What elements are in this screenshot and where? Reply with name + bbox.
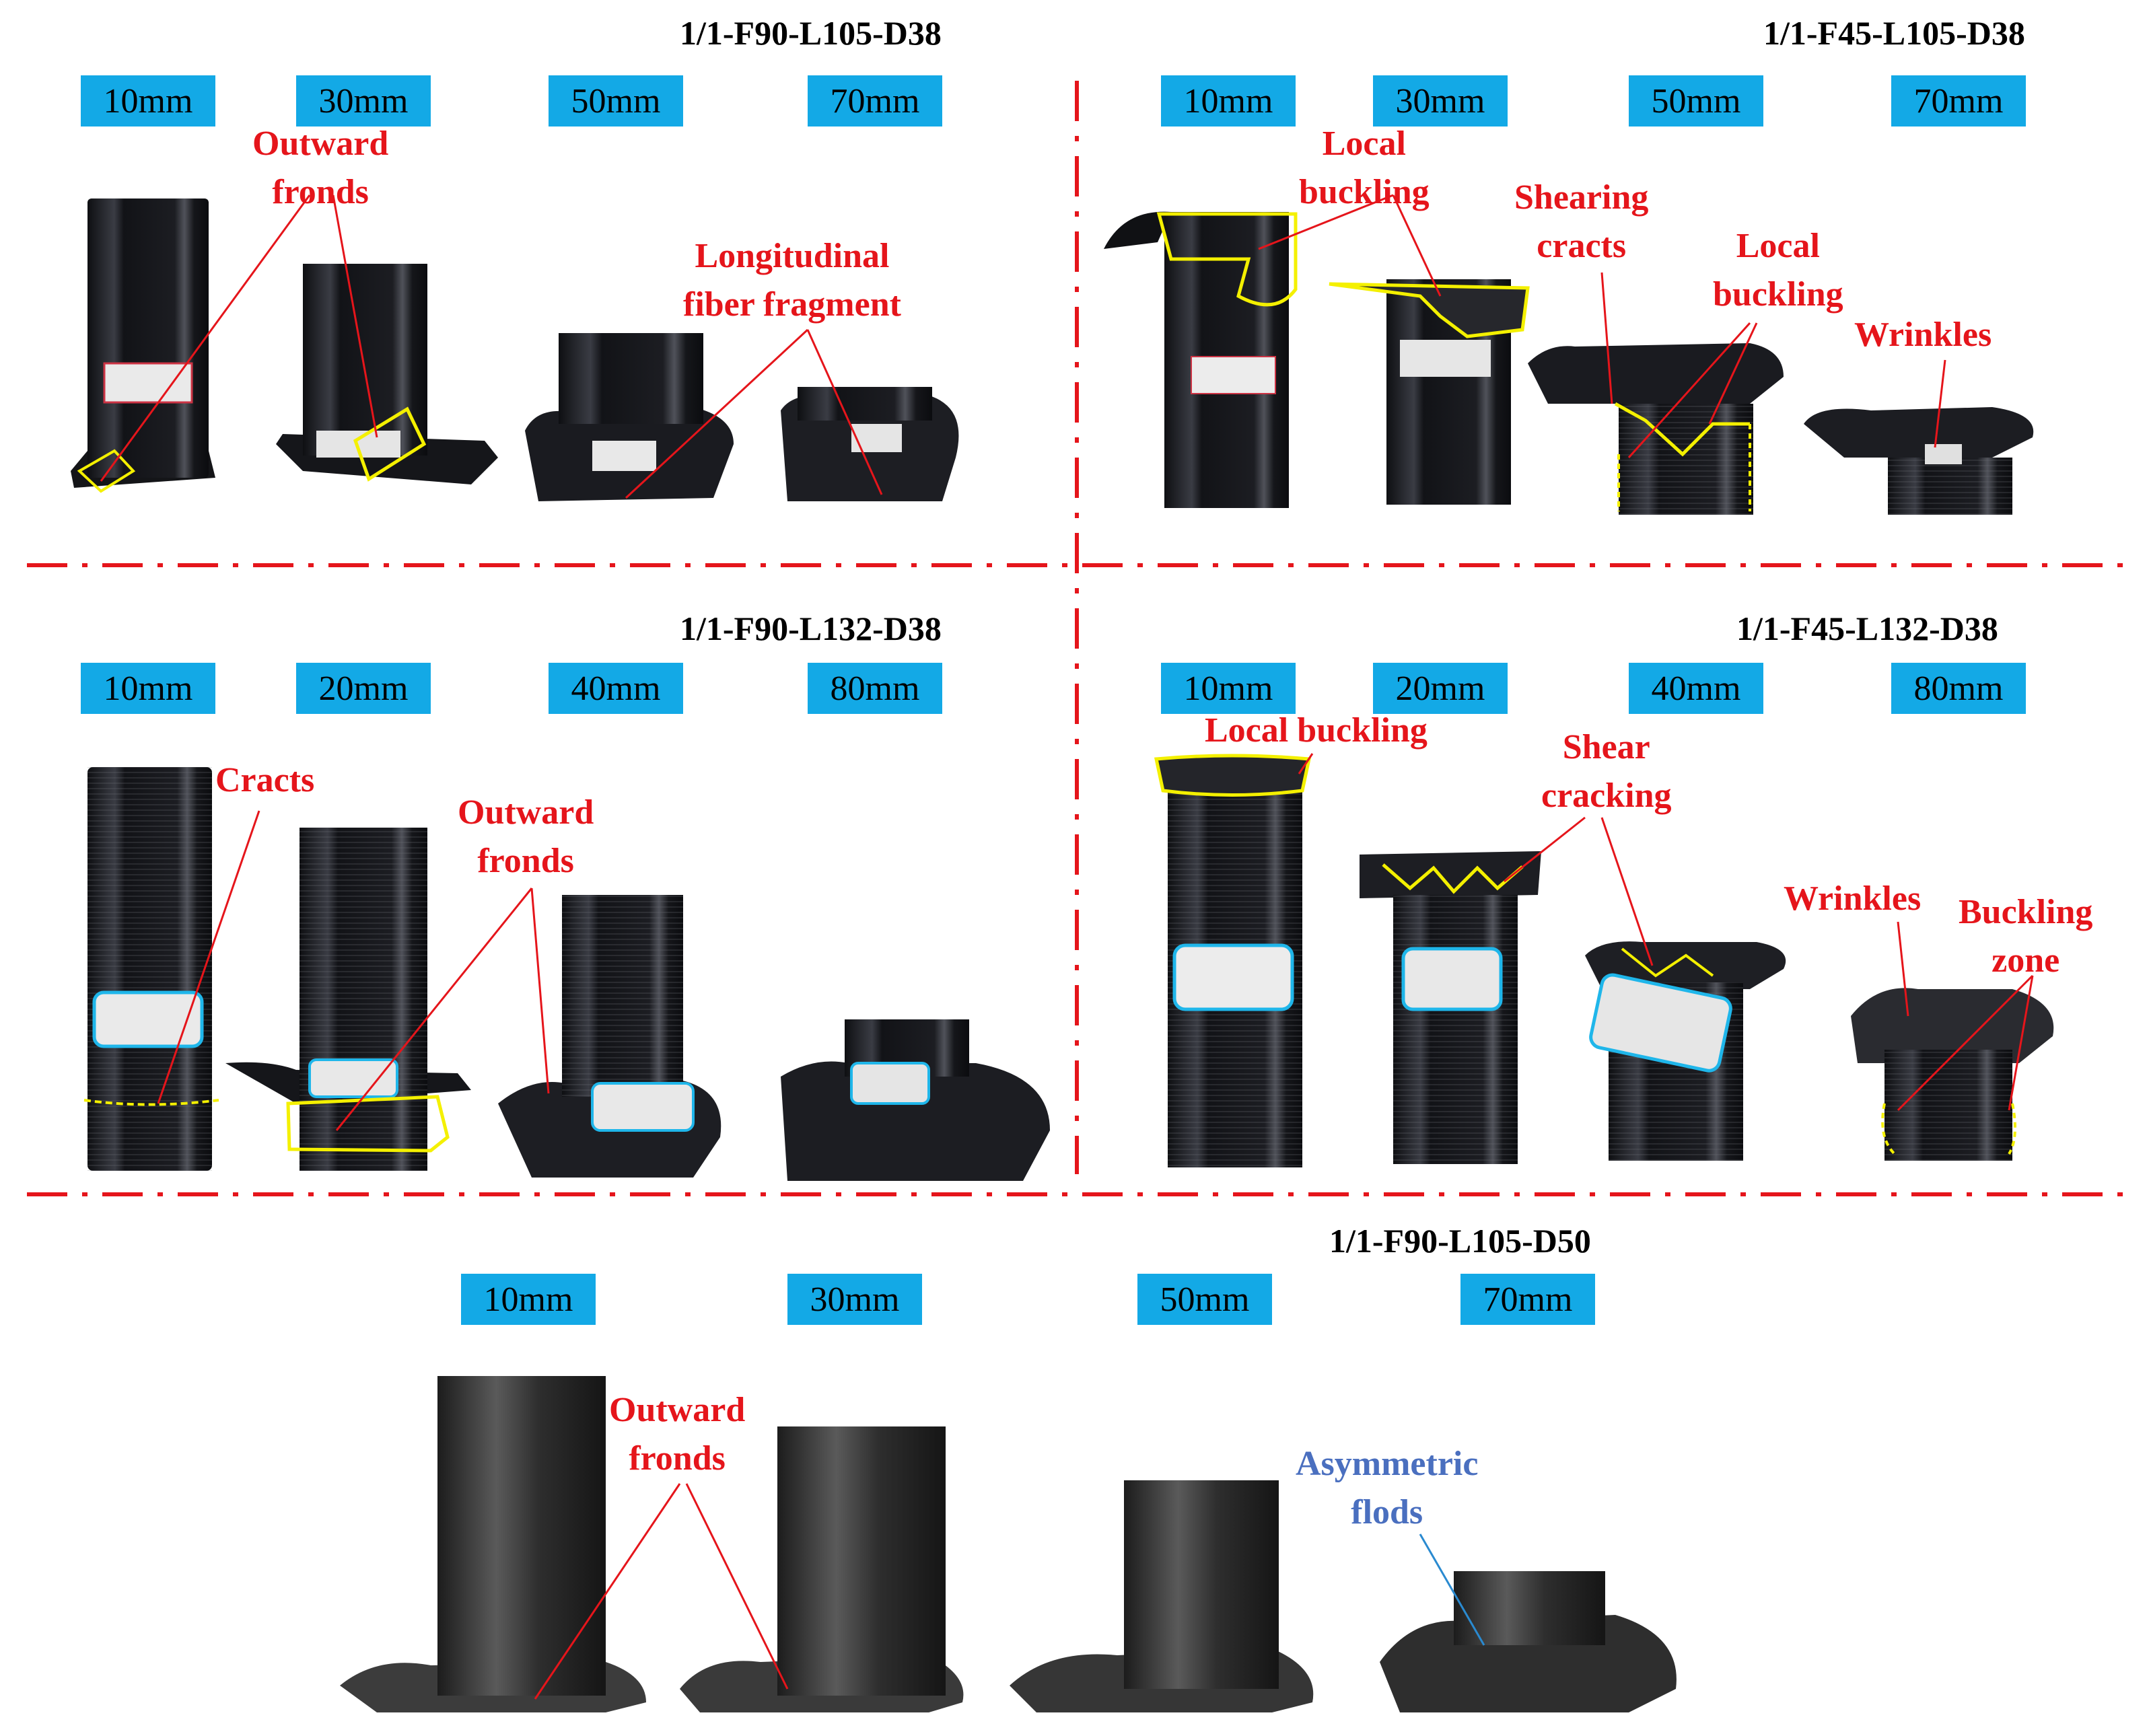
- tag-p4-3: 40mm: [1629, 663, 1763, 714]
- p2-specimen-10mm: [1104, 211, 1298, 508]
- tag-p3-3: 40mm: [549, 663, 683, 714]
- p1-specimen-70mm: [781, 387, 959, 501]
- p2-specimen-70mm: [1804, 407, 2034, 515]
- tag-p2-3: 50mm: [1629, 75, 1763, 126]
- label-outward-fronds-p1: Outward fronds: [252, 124, 389, 211]
- p5-specimen-30mm: [680, 1426, 964, 1712]
- label-asymmetric-flods: Asymmetric flods: [1296, 1445, 1479, 1531]
- tag-p4-1: 10mm: [1161, 663, 1296, 714]
- divider-lines: [27, 81, 2134, 1196]
- p5-specimens: [340, 1376, 1677, 1712]
- p2-specimen-30mm: [1329, 279, 1530, 505]
- p5-specimen-70mm: [1380, 1571, 1677, 1712]
- p4-specimen-10mm: [1154, 754, 1312, 1167]
- tag-p4-2: 20mm: [1373, 663, 1508, 714]
- label-local-buckling-p4: Local buckling: [1205, 711, 1428, 750]
- panel-title-4: 1/1-F45-L132-D38: [1736, 610, 1998, 647]
- p3-specimen-10mm: [83, 767, 219, 1171]
- p5-specimen-10mm: [340, 1376, 646, 1712]
- p4-specimen-80mm: [1851, 988, 2054, 1161]
- leader-lines: [100, 194, 2034, 1700]
- p1-specimens: [71, 198, 959, 501]
- p1-specimen-30mm: [276, 264, 498, 484]
- label-shearing-cracts: Shearing cracts: [1514, 178, 1649, 265]
- tag-p1-2: 30mm: [296, 75, 431, 126]
- p5-specimen-50mm: [1010, 1480, 1314, 1712]
- tag-p5-2: 30mm: [787, 1274, 922, 1325]
- p3-specimens: [83, 767, 1050, 1181]
- p3-specimen-80mm: [781, 1019, 1050, 1181]
- tag-p1-3: 50mm: [549, 75, 683, 126]
- p4-specimen-20mm: [1360, 851, 1541, 1164]
- label-outward-fronds-p5: Outward fronds: [609, 1391, 746, 1478]
- tag-p2-1: 10mm: [1161, 75, 1296, 126]
- panel-title-1: 1/1-F90-L105-D38: [680, 14, 942, 52]
- p3-specimen-20mm: [225, 828, 471, 1171]
- label-local-buckling-p2-b: Local buckling: [1713, 227, 1843, 314]
- label-buckling-zone: Buckling zone: [1959, 893, 2093, 980]
- tag-p2-2: 30mm: [1373, 75, 1508, 126]
- leader-line-blue: [1419, 1533, 1485, 1646]
- p4-specimens: [1154, 754, 2054, 1167]
- label-cracts: Cracts: [215, 761, 315, 799]
- tag-p3-4: 80mm: [808, 663, 942, 714]
- p1-specimen-50mm: [525, 333, 734, 501]
- label-shear-cracking: Shear cracking: [1541, 728, 1672, 815]
- label-wrinkles-p4: Wrinkles: [1784, 879, 1922, 918]
- tag-p3-2: 20mm: [296, 663, 431, 714]
- tag-p2-4: 70mm: [1891, 75, 2026, 126]
- tag-p3-1: 10mm: [81, 663, 215, 714]
- label-local-buckling-p2-a: Local buckling: [1299, 124, 1430, 211]
- panel-title-2: 1/1-F45-L105-D38: [1763, 14, 2025, 52]
- label-outward-fronds-p3: Outward fronds: [458, 793, 594, 880]
- tag-p1-1: 10mm: [81, 75, 215, 126]
- tag-p4-4: 80mm: [1891, 663, 2026, 714]
- panel-title-5: 1/1-F90-L105-D50: [1329, 1222, 1591, 1260]
- tag-p5-1: 10mm: [461, 1274, 596, 1325]
- p3-specimen-40mm: [498, 895, 721, 1178]
- label-longitudinal-fiber-fragment: Longitudinal fiber fragment: [683, 237, 901, 324]
- label-wrinkles-p2: Wrinkles: [1854, 316, 1992, 354]
- tag-p5-4: 70mm: [1460, 1274, 1595, 1325]
- p2-specimen-50mm: [1528, 343, 1784, 515]
- p1-specimen-10mm: [71, 198, 215, 493]
- tag-p5-3: 50mm: [1137, 1274, 1272, 1325]
- p2-specimens: [1104, 211, 2034, 515]
- tag-p1-4: 70mm: [808, 75, 942, 126]
- panel-title-3: 1/1-F90-L132-D38: [680, 610, 942, 647]
- p4-specimen-40mm: [1585, 941, 1786, 1161]
